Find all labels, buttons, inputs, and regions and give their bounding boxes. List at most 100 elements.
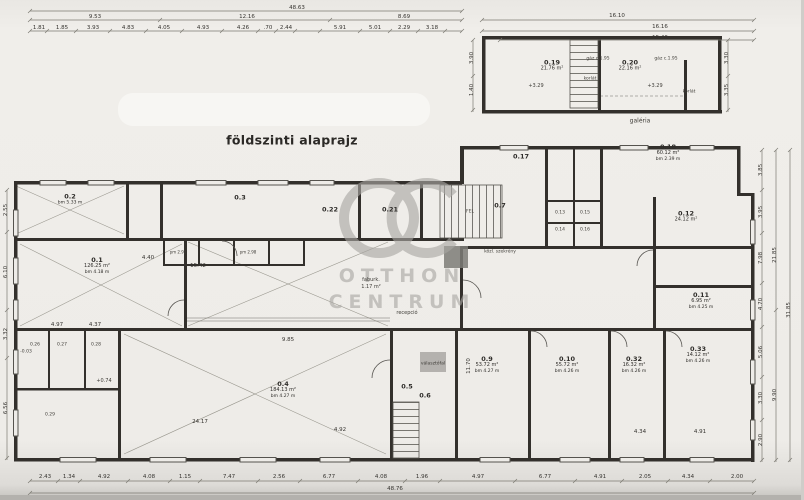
dimension-label: 4.92 [97,474,111,480]
dimension-lines-group [4,8,793,496]
dimension-label: 4.08 [142,474,156,480]
dimension-label: 6.77 [538,474,552,480]
page-title: földszinti alaprajz [226,132,358,148]
room-height: bm 4.26 m [554,369,580,375]
dimension-label: 5.06 [758,345,764,359]
dimension-label: 15.40 [652,35,668,41]
dimension-label: 1.96 [415,474,429,480]
room-number: 0.32 [625,354,643,363]
annotation-label: recepció [396,310,418,316]
room-area: 24.12 m² [674,216,698,223]
dimension-label: 31.85 [786,302,792,318]
dimension-label: 24.17 [192,419,208,425]
annotation-label: faburk. [362,277,380,283]
room-area: 16.32 m² [622,362,646,369]
annotation-label: +0.74 [96,378,112,384]
annotation-label: 0.27 [56,342,68,348]
annotation-label: +3.29 [647,83,663,89]
dimension-label: 4.97 [50,322,64,328]
dimension-label: 4.34 [633,429,647,435]
annotation-label: 0.14 [554,227,566,233]
scan-edge-right [801,0,804,500]
room-label: 0.17 [512,152,530,161]
dimension-label: 3.30 [724,51,730,65]
room-number: 0.4 [277,379,289,388]
room-number: 0.11 [692,290,710,299]
dimension-label: 9.90 [772,388,778,402]
dimension-label: 4.97 [471,474,485,480]
room-area: 22.16 m² [618,65,642,72]
dimension-label: 4.37 [88,322,102,328]
stair-gallery [569,39,599,109]
room-number: 0.19 [543,58,561,67]
annotation-label: pm 2.98 [169,249,187,255]
dimension-label: 2.05 [638,474,652,480]
dimension-label: 15.42 [190,263,206,269]
room-number: 0.1 [91,255,103,264]
annotation-label: korlát [682,89,696,95]
room-number: 0.20 [621,58,639,67]
dimension-label: 4.05 [157,25,171,31]
dimension-label: 3.18 [425,25,439,31]
diagonal-markings-group [15,185,389,455]
annotation-label: FEL [466,209,474,215]
dimension-label: 4.91 [593,474,607,480]
dimension-label: 2.00 [730,474,744,480]
room-number: 0.5 [401,382,413,391]
room-area: 53.72 m² [475,362,499,369]
room-number: 0.18 [659,142,677,151]
room-label: 0.3 [234,193,246,201]
room-area: 60.12 m² [656,150,680,157]
annotation-label: gáz c.1.95 [654,56,678,62]
room-number: 0.33 [689,344,707,353]
dimension-label: 6.77 [322,474,336,480]
dimension-label: 4.83 [121,25,135,31]
dimension-label: 48.63 [289,5,305,11]
annotation-label: 0.13 [554,210,566,216]
dimension-label: 1.85 [55,25,69,31]
annotation-label: pm 2.98 [239,249,257,255]
room-label: 0.5 [401,382,413,391]
dimension-label: 1.15 [178,474,192,480]
dimension-label: 4.26 [236,25,250,31]
dimension-label: 3.95 [758,205,764,219]
room-number: 0.7 [494,201,506,210]
dimension-label: 7.47 [222,474,236,480]
room-number: 0.9 [481,354,493,363]
room-height: bm 4.27 m [474,369,500,375]
partition-lines-group [186,95,684,322]
room-number: 0.2 [64,192,76,201]
dimension-label: 9.85 [281,337,295,343]
room-label: 0.7 [494,201,506,210]
room-label: 0.6 [419,391,431,399]
dimension-label: 48.76 [387,486,403,492]
room-number: 0.21 [381,205,399,214]
dimension-label: 1.81 [32,25,46,31]
dimension-label: 1.40 [469,83,475,97]
stair-lower [392,401,420,459]
windows-group [13,145,756,463]
annotation-label: 0.29 [44,412,56,418]
annotation-label: 1.17 m² [361,284,381,290]
dimension-label: 3.90 [469,51,475,65]
dimension-label: 3.32 [3,327,9,341]
dimension-label: 4.91 [693,429,707,435]
scan-edge-bottom [0,495,804,500]
room-area: 126.25 m² [84,263,110,270]
room-number: 0.17 [512,152,530,161]
annotation-label: +3.29 [528,83,544,89]
dimension-label: .70 [263,25,273,31]
annotation-label: választófal [420,361,446,367]
room-height: bm 4.18 m [84,270,110,276]
annotation-label: közl. szekrény [484,249,516,255]
room-number: 0.10 [558,354,576,363]
dimension-label: 5.91 [333,25,347,31]
